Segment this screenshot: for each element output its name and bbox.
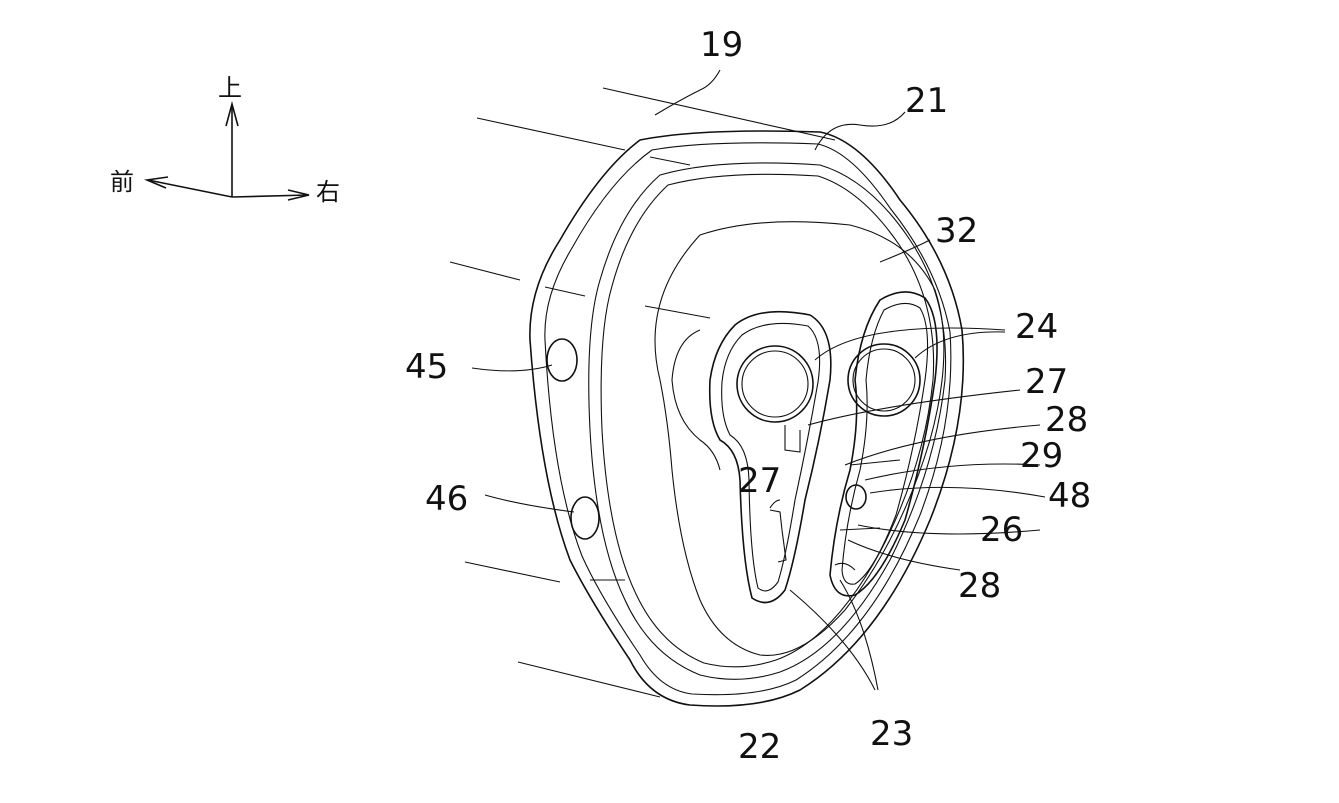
orientation-compass: 上 前 右 [110,74,340,206]
cover-member [529,130,965,707]
front-arrow [147,179,233,198]
label-26: 26 [980,510,1023,550]
right-opening [829,291,938,597]
label-21: 21 [905,81,948,121]
reference-numerals: 19 21 32 24 27 28 29 48 26 28 45 46 27 2… [405,25,1091,767]
up-label: 上 [218,74,242,102]
hole-46 [570,496,600,540]
label-28-lower: 28 [958,566,1001,606]
mounting-holes [546,338,600,540]
right-label: 右 [316,178,340,206]
port-24-left [736,345,814,423]
label-29: 29 [1020,436,1063,476]
label-48: 48 [1048,476,1091,516]
port-24-right [847,343,921,417]
label-19: 19 [700,25,743,65]
label-28-upper: 28 [1045,400,1088,440]
right-arrow [231,194,309,198]
hole-45 [546,338,578,382]
label-32: 32 [935,211,978,251]
label-27-left: 27 [738,461,781,501]
label-46: 46 [425,479,468,519]
left-opening [708,310,832,604]
label-24: 24 [1015,307,1058,347]
label-27-right: 27 [1025,362,1068,402]
boss-48 [845,484,867,510]
label-45: 45 [405,347,448,387]
front-label: 前 [110,168,134,196]
label-22: 22 [738,727,781,767]
label-23: 23 [870,714,913,754]
leader-lines [471,69,1046,691]
